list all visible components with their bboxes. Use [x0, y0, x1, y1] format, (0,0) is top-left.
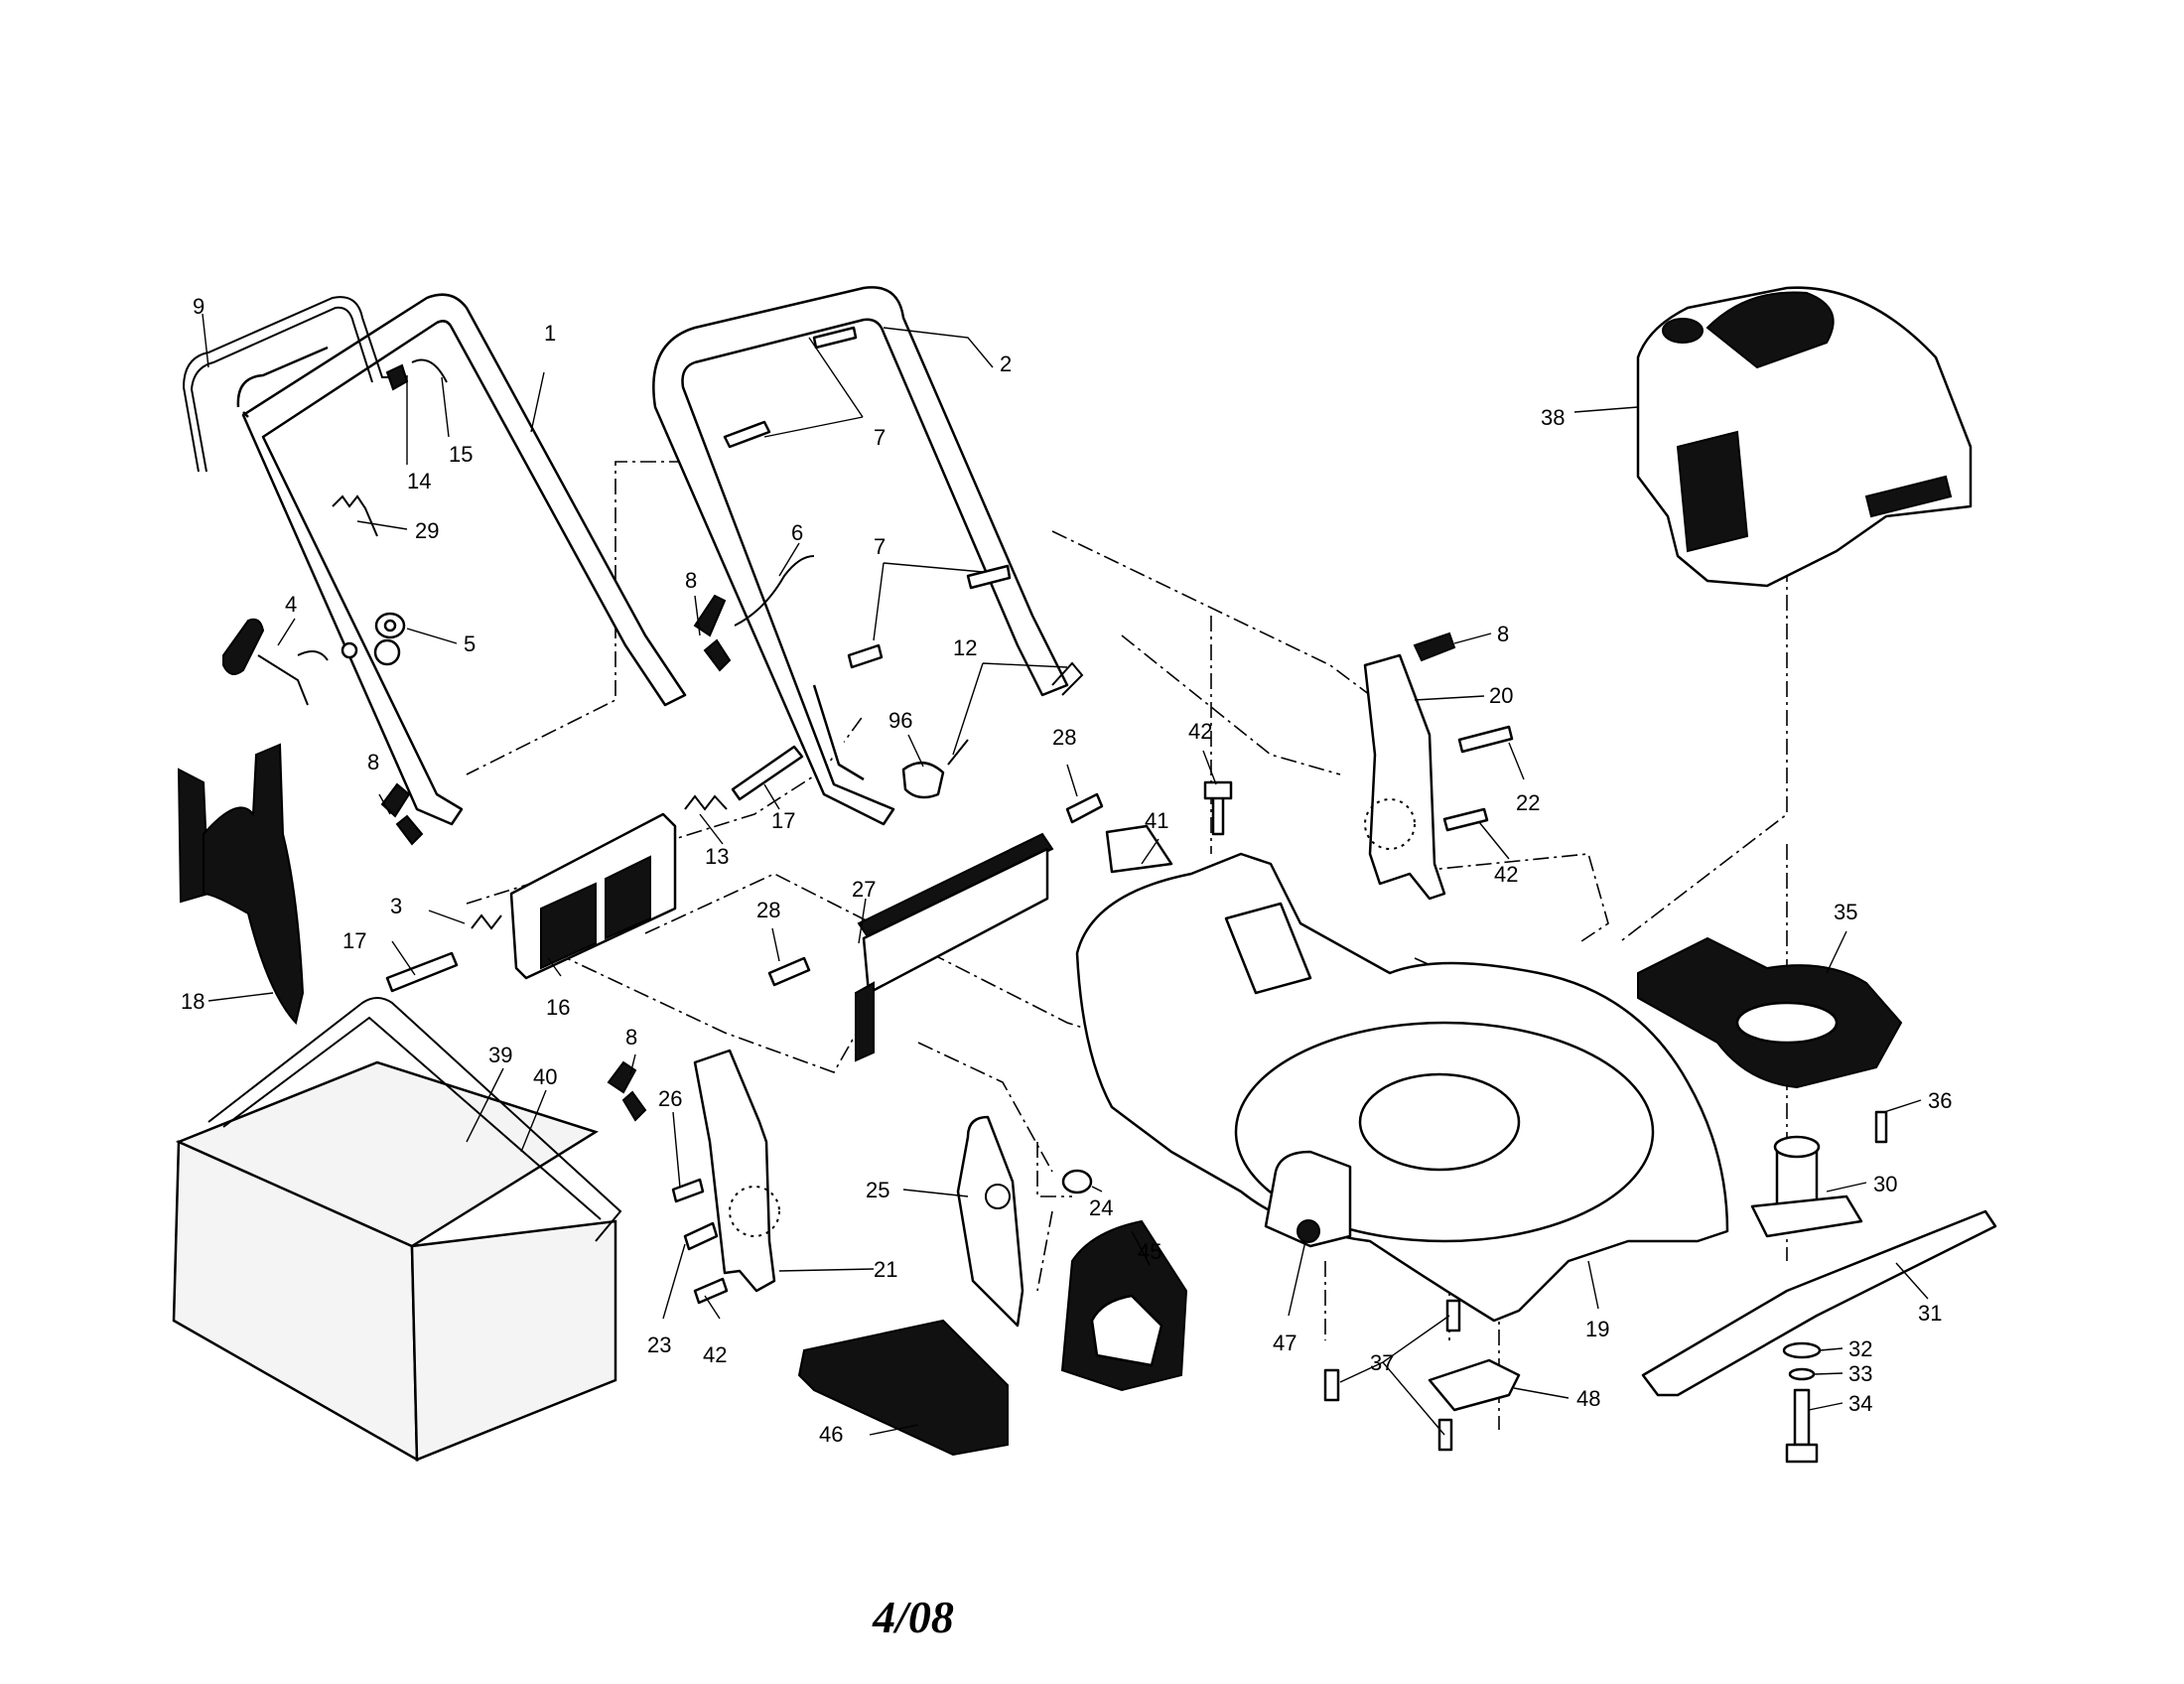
rear-door-16	[509, 812, 677, 980]
callout-37: 37	[1370, 1350, 1394, 1375]
hardware	[222, 326, 1888, 1452]
callout-14: 14	[407, 469, 431, 493]
footer-date-text: 4/08	[873, 1592, 954, 1642]
callout-26: 26	[658, 1086, 682, 1111]
callout-16: 16	[546, 995, 570, 1020]
bail-9	[182, 296, 397, 473]
callout-8-top: 8	[685, 568, 697, 593]
callout-47: 47	[1273, 1331, 1297, 1355]
callout-28-mid: 28	[756, 898, 780, 922]
bracket-21	[693, 1049, 780, 1293]
callout-23: 23	[647, 1333, 671, 1357]
callout-19: 19	[1585, 1317, 1609, 1341]
footer-date: 4/08	[0, 1591, 2184, 1643]
deflector-46	[797, 1319, 1009, 1457]
callout-2: 2	[1000, 351, 1012, 376]
adapter-30	[1750, 1135, 1863, 1238]
callout-42-right: 42	[1494, 862, 1518, 887]
hinge-27	[855, 832, 1054, 1062]
mulch-plug-18	[177, 743, 305, 1026]
blade-hardware	[1782, 1341, 1822, 1464]
callout-24: 24	[1089, 1195, 1113, 1220]
callout-40: 40	[533, 1064, 557, 1089]
callout-36: 36	[1928, 1088, 1952, 1113]
callout-3: 3	[390, 894, 402, 918]
callout-27: 27	[852, 877, 876, 902]
callout-96: 96	[888, 708, 912, 733]
plate-48	[1428, 1358, 1521, 1412]
leader-lines	[202, 313, 1929, 1436]
baffle-35	[1637, 936, 1903, 1089]
callout-12: 12	[953, 635, 977, 660]
callout-5: 5	[464, 632, 476, 656]
callout-17-left: 17	[342, 928, 366, 953]
plug-45	[1060, 1219, 1188, 1392]
grass-bag-40	[172, 997, 622, 1463]
chute-hole	[985, 1184, 1011, 1209]
blade-31	[1641, 1209, 1997, 1397]
callout-25: 25	[866, 1178, 889, 1202]
upper-handle-1	[236, 293, 687, 826]
callout-41: 41	[1145, 808, 1168, 833]
callout-46: 46	[819, 1422, 843, 1447]
callout-17-top: 17	[771, 808, 795, 833]
callout-42-top: 42	[1188, 719, 1212, 744]
callout-29: 29	[415, 518, 439, 543]
callout-21: 21	[874, 1257, 897, 1282]
mower-deck-19	[1075, 852, 1729, 1323]
callout-9: 9	[193, 294, 205, 319]
callout-31: 31	[1918, 1301, 1942, 1326]
callout-28-top: 28	[1052, 725, 1076, 750]
callout-8-right: 8	[1497, 622, 1509, 646]
callout-15: 15	[449, 442, 473, 467]
plate-41	[1105, 824, 1173, 874]
callout-38: 38	[1541, 405, 1565, 430]
callout-7-top: 7	[874, 425, 886, 450]
callout-48: 48	[1576, 1386, 1600, 1411]
upper-handle-2	[652, 286, 1069, 826]
callout-labels: 9 1 14 15 2 7 29 6 7 8 4 5 12 96 38 8 20…	[181, 294, 1952, 1447]
callout-34: 34	[1848, 1391, 1872, 1416]
callout-45: 45	[1138, 1239, 1161, 1264]
callout-32: 32	[1848, 1336, 1872, 1361]
callout-8-lower: 8	[625, 1025, 637, 1050]
callout-20: 20	[1489, 683, 1513, 708]
callout-6: 6	[791, 520, 803, 545]
callout-8-left: 8	[367, 750, 379, 774]
callout-4: 4	[285, 592, 297, 617]
engine-38	[1636, 286, 1973, 588]
callout-13: 13	[705, 844, 729, 869]
callout-33: 33	[1848, 1361, 1872, 1386]
callout-35: 35	[1834, 900, 1857, 924]
bracket-20	[1363, 653, 1446, 901]
callout-18: 18	[181, 989, 205, 1014]
callout-22: 22	[1516, 790, 1540, 815]
callout-39: 39	[488, 1043, 512, 1067]
chute-25	[956, 1115, 1024, 1328]
callout-7-mid: 7	[874, 534, 886, 559]
callout-1: 1	[544, 321, 556, 346]
callout-30: 30	[1873, 1172, 1897, 1196]
callout-42-bottom: 42	[703, 1342, 727, 1367]
